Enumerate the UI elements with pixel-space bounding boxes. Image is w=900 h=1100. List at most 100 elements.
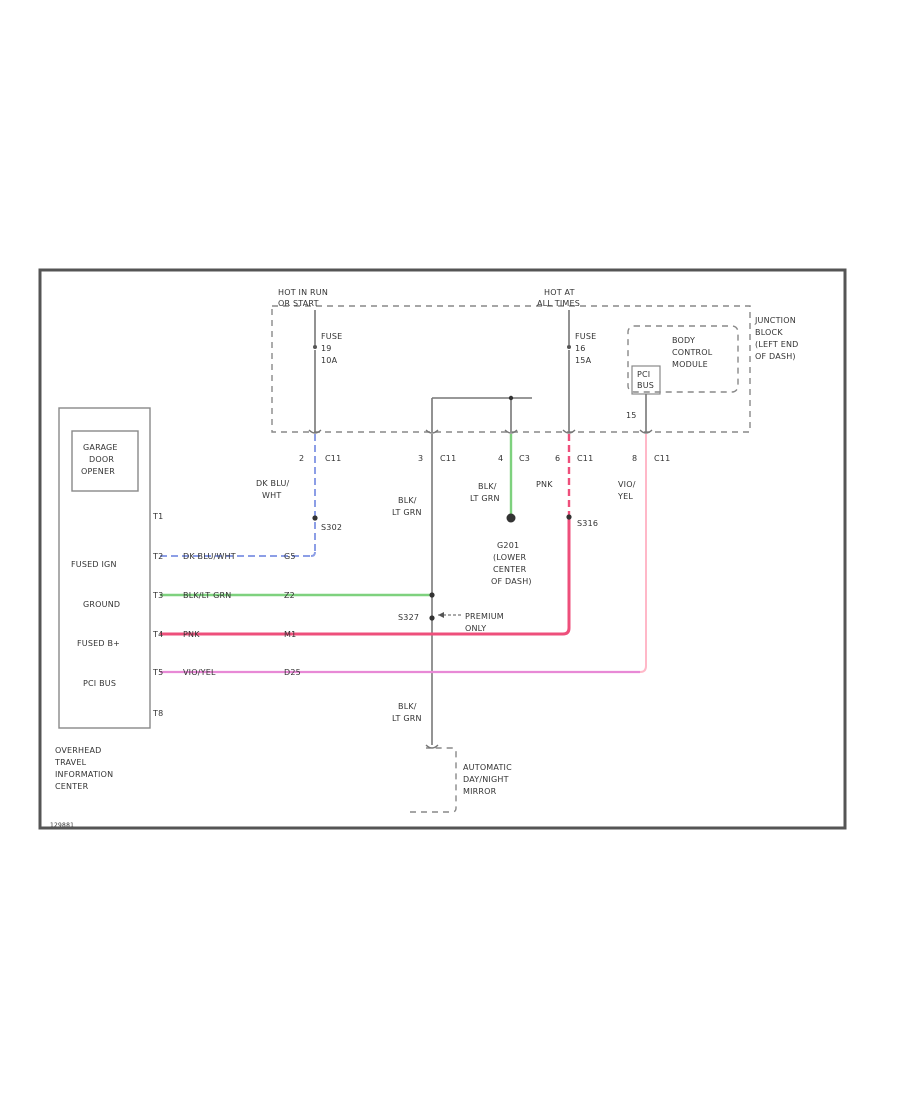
premium-only-arrowhead	[438, 612, 444, 618]
svg-text:T2: T2	[152, 552, 163, 561]
svg-text:OR START: OR START	[278, 299, 319, 308]
bcm-label: BODY CONTROL MODULE	[672, 336, 713, 369]
svg-text:3: 3	[418, 454, 423, 463]
wire-vio-yel-corner	[639, 665, 647, 673]
junction-block-outline	[271, 305, 751, 433]
connector-c11-pin8: 8 C11	[632, 429, 670, 463]
svg-text:BLK/: BLK/	[398, 702, 417, 711]
module-pin-fused-ign: FUSED IGN T2 DK BLU/WHT G5	[71, 552, 296, 569]
svg-text:16: 16	[575, 344, 586, 353]
svg-text:2: 2	[299, 454, 304, 463]
svg-text:FUSED IGN: FUSED IGN	[71, 560, 117, 569]
svg-text:LT GRN: LT GRN	[392, 714, 422, 723]
svg-text:CONTROL: CONTROL	[672, 348, 713, 357]
svg-text:T4: T4	[152, 630, 163, 639]
fuse-19-terminal	[313, 345, 317, 349]
svg-text:C11: C11	[654, 454, 670, 463]
svg-text:TRAVEL: TRAVEL	[54, 758, 87, 767]
svg-text:T5: T5	[152, 668, 163, 677]
svg-text:PNK: PNK	[183, 630, 200, 639]
svg-text:ONLY: ONLY	[465, 624, 486, 633]
pci-bus-label: PCI BUS	[637, 370, 654, 390]
svg-text:CENTER: CENTER	[55, 782, 89, 791]
svg-text:4: 4	[498, 454, 503, 463]
svg-text:BLOCK: BLOCK	[755, 328, 783, 337]
svg-text:15A: 15A	[575, 356, 592, 365]
svg-text:PCI BUS: PCI BUS	[83, 679, 116, 688]
svg-text:OVERHEAD: OVERHEAD	[55, 746, 102, 755]
svg-text:OF DASH): OF DASH)	[755, 352, 796, 361]
connector-c11-pin3: 3 C11	[418, 429, 456, 463]
svg-text:FUSED B+: FUSED B+	[77, 639, 120, 648]
svg-text:BLK/: BLK/	[398, 496, 417, 505]
wire-label-vio-yel: VIO/ YEL	[617, 480, 636, 501]
connector-c11-pin6: 6 C11	[555, 429, 593, 463]
svg-text:AUTOMATIC: AUTOMATIC	[463, 763, 512, 772]
module-pin-pci-bus: PCI BUS T5 VIO/YEL D25	[83, 668, 301, 688]
wire-label-pnk: PNK	[536, 480, 553, 489]
splice-s316	[566, 514, 572, 520]
svg-text:BLK/LT GRN: BLK/LT GRN	[183, 591, 231, 600]
svg-text:GROUND: GROUND	[83, 600, 120, 609]
svg-text:PREMIUM: PREMIUM	[465, 612, 504, 621]
module-pin-t1: T1	[152, 512, 163, 521]
mirror-label: AUTOMATIC DAY/NIGHT MIRROR	[463, 763, 512, 796]
figure-id: 129881	[50, 822, 74, 829]
mirror-connector	[425, 744, 439, 749]
svg-text:Z2: Z2	[284, 591, 295, 600]
junction-ground-node	[508, 395, 514, 401]
garage-door-opener-box	[71, 430, 139, 492]
svg-text:HOT IN RUN: HOT IN RUN	[278, 288, 328, 297]
splice-s302-label: S302	[321, 523, 342, 532]
svg-text:WHT: WHT	[262, 491, 281, 500]
svg-text:YEL: YEL	[617, 492, 633, 501]
svg-text:VIO/: VIO/	[618, 480, 636, 489]
splice-s327-label: S327	[398, 613, 419, 622]
svg-text:LT GRN: LT GRN	[392, 508, 422, 517]
svg-text:LT GRN: LT GRN	[470, 494, 500, 503]
wire-label-blk-lt-grn-2: BLK/ LT GRN	[470, 482, 500, 503]
svg-text:MODULE: MODULE	[672, 360, 708, 369]
body-control-module	[627, 325, 739, 393]
overhead-module-name: OVERHEAD TRAVEL INFORMATION CENTER	[54, 746, 113, 791]
diagram-frame	[38, 268, 847, 830]
svg-text:M1: M1	[284, 630, 296, 639]
fuse-16-label: FUSE 16 15A	[575, 332, 596, 365]
svg-text:PCI: PCI	[637, 370, 650, 379]
junction-block-label: JUNCTION BLOCK (LEFT END OF DASH)	[754, 316, 799, 361]
svg-text:(LOWER: (LOWER	[493, 553, 527, 562]
svg-text:G5: G5	[284, 552, 296, 561]
svg-text:INFORMATION: INFORMATION	[55, 770, 113, 779]
svg-text:JUNCTION: JUNCTION	[754, 316, 796, 325]
svg-text:DK BLU/WHT: DK BLU/WHT	[183, 552, 236, 561]
splice-s316-label: S316	[577, 519, 598, 528]
svg-text:DAY/NIGHT: DAY/NIGHT	[463, 775, 509, 784]
hot-at-all-times-label: HOT AT ALL TIMES	[537, 288, 580, 308]
wire-label-dk-blu-wht: DK BLU/ WHT	[256, 479, 290, 500]
svg-text:C11: C11	[577, 454, 593, 463]
wire-label-blk-lt-grn-1: BLK/ LT GRN	[392, 496, 422, 517]
fuse-19-label: FUSE 19 10A	[321, 332, 342, 365]
svg-text:BUS: BUS	[637, 381, 654, 390]
connector-c3-pin4: 4 C3	[498, 429, 530, 463]
svg-text:BLK/: BLK/	[478, 482, 497, 491]
svg-text:(LEFT END: (LEFT END	[755, 340, 799, 349]
svg-text:19: 19	[321, 344, 332, 353]
svg-text:OPENER: OPENER	[81, 467, 115, 476]
svg-text:OF DASH): OF DASH)	[491, 577, 532, 586]
mirror-outline	[410, 747, 457, 813]
ground-g201	[506, 513, 516, 523]
splice-s327	[429, 615, 435, 621]
module-pin-ground: GROUND T3 BLK/LT GRN Z2	[83, 591, 295, 609]
svg-text:10A: 10A	[321, 356, 338, 365]
svg-text:CENTER: CENTER	[493, 565, 527, 574]
module-pin-fused-b: FUSED B+ T4 PNK M1	[77, 630, 296, 648]
svg-text:VIO/YEL: VIO/YEL	[183, 668, 216, 677]
wire-label-blk-lt-grn-3: BLK/ LT GRN	[392, 702, 422, 723]
svg-text:C3: C3	[519, 454, 530, 463]
wire-pnk-corner	[562, 627, 571, 636]
svg-text:FUSE: FUSE	[575, 332, 596, 341]
svg-text:HOT AT: HOT AT	[544, 288, 575, 297]
svg-text:DK BLU/: DK BLU/	[256, 479, 290, 488]
